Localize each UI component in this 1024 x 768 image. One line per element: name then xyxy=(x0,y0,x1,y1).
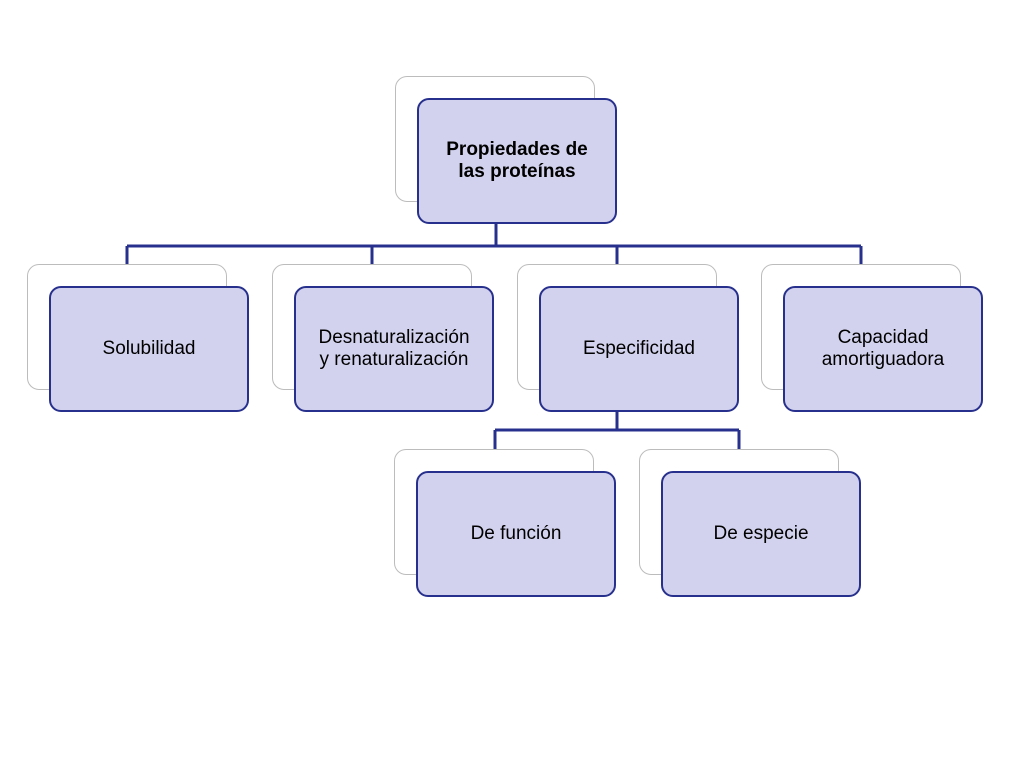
node-label: Propiedades de las proteínas xyxy=(446,139,588,182)
node-label: Especificidad xyxy=(583,338,695,359)
node-box: Propiedades de las proteínas xyxy=(417,98,617,224)
node-label: Capacidad amortiguadora xyxy=(821,327,945,370)
node-box: Desnaturalización y renaturalización xyxy=(294,286,494,412)
node-box: De especie xyxy=(661,471,861,597)
node-label: Desnaturalización y renaturalización xyxy=(318,327,470,370)
node-box: Solubilidad xyxy=(49,286,249,412)
node-label: De especie xyxy=(713,523,809,544)
node-box: Especificidad xyxy=(539,286,739,412)
node-box: Capacidad amortiguadora xyxy=(783,286,983,412)
node-label: Solubilidad xyxy=(102,338,196,359)
node-box: De función xyxy=(416,471,616,597)
node-label: De función xyxy=(470,523,562,544)
